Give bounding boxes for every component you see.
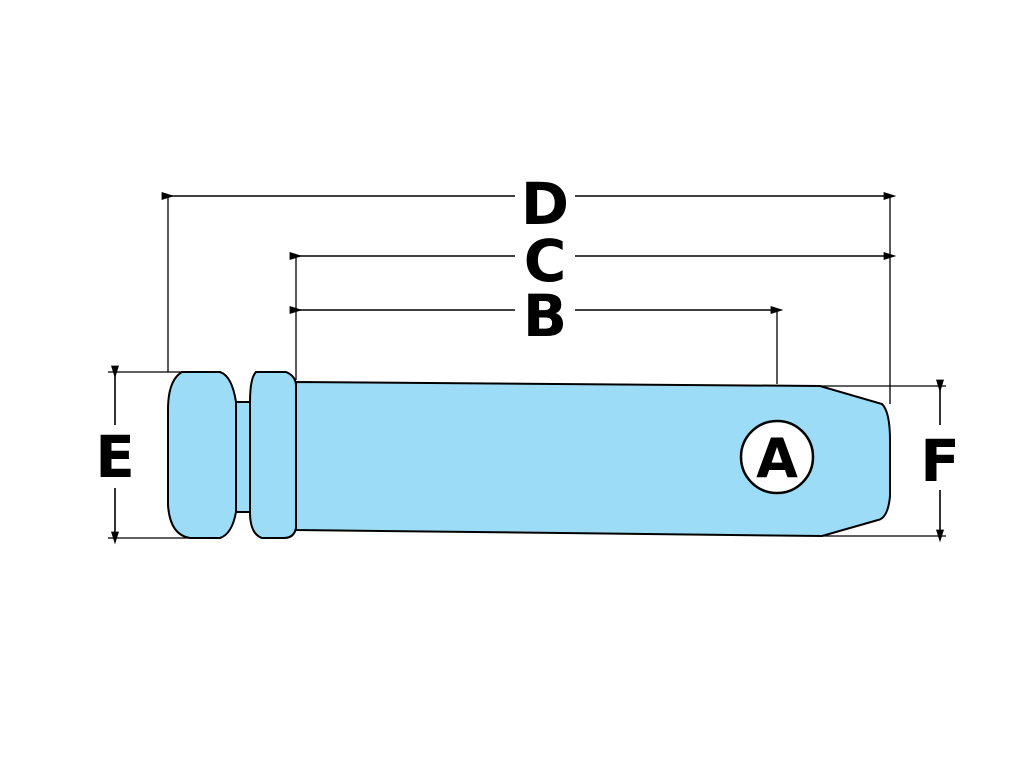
dimension-f: F [820,379,960,543]
dimension-b: B [289,282,784,384]
hole-circle [739,419,815,495]
pin-groove [235,401,251,513]
pin-head-collar [167,371,237,539]
pin-body [167,371,891,539]
label-e: E [95,423,135,491]
label-c: C [524,227,567,295]
dimension-d: D [161,170,897,404]
pin-shank [295,380,891,538]
pin-second-collar [249,371,297,539]
dimension-e: E [95,365,200,545]
label-a: A [756,427,798,490]
dimension-c: C [289,227,897,380]
label-d: D [521,170,569,238]
hole-label-a: A [739,419,815,495]
label-f: F [920,427,960,495]
label-b: B [523,282,567,350]
